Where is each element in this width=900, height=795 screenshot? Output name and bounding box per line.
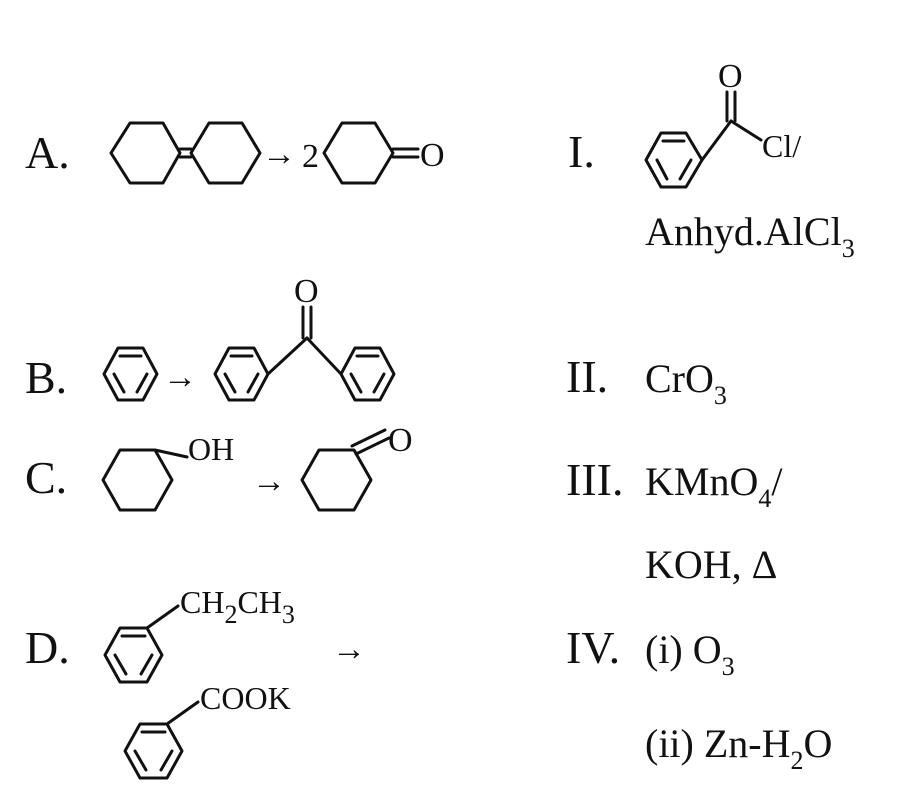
cyclohexanone-structure-C [300,428,391,512]
hydroxyl-text: OH [188,431,234,467]
ethyl-bond [145,604,180,630]
cyclohexanol-ring [101,448,174,512]
benzene-ring-I [644,131,704,189]
benzoate-aromatic-3 [133,749,148,772]
benzene-ring-B [102,346,159,402]
label-D: D. [25,622,70,673]
ethylbenzene-structure [103,604,180,684]
bicyclohexylidene-structure [109,121,262,185]
carbonyl-oxygen-I: O [718,58,743,95]
potassium-benzoate-structure [123,700,200,780]
label-IV: IV. [566,622,620,673]
benzene-aromatic-2 [135,372,149,394]
cook-text: COOK [200,680,291,716]
zinc-water-text: (ii) Zn-H2O [645,721,832,775]
label-B: B. [25,352,67,403]
label-C: C. [25,452,67,503]
label-I: I. [568,126,595,177]
cyclohexanol-structure [101,448,189,512]
cyclohexanone-ring-C [300,448,373,512]
arrow-A: → [262,136,296,173]
aromatic-bond-3 [655,158,669,181]
carbonyl-to-right-ring [305,336,343,376]
benzophenone-structure [213,305,396,402]
ethyl-group-text: CH2CH3 [180,584,295,629]
right-ring-aromatic-3 [349,372,363,394]
carbonyl-oxygen-B: O [294,273,319,310]
coefficient-A: 2 [302,138,319,175]
carbonyl-oxygen-C: O [388,422,413,459]
benzoyl-chloride-structure [644,90,763,189]
ketone-oxygen-A: O [420,137,445,174]
carboxylate-bond [165,700,200,726]
anhydrous-alcl3-text: Anhyd.AlCl3 [645,209,855,263]
acyl-chloride-text: Cl/ [762,128,801,164]
left-ring-aromatic-3 [223,372,237,394]
carbonyl-to-cl-bond [729,119,763,142]
arrow-C: → [252,463,286,500]
ethylbenzene-aromatic-3 [113,653,128,676]
benzene-aromatic-3 [112,372,126,394]
benzene-structure [102,346,159,402]
label-II: II. [566,351,608,402]
carbonyl-bond-C-2 [354,436,391,456]
benzophenone-ring-left [213,346,270,402]
koh-heat-text: KOH, Δ [645,542,777,587]
ethylbenzene-aromatic-2 [139,653,154,676]
left-ring-aromatic-2 [246,372,260,394]
label-A: A. [25,127,70,178]
label-III: III. [566,454,623,505]
hydroxyl-bond [153,448,189,459]
ozone-text: (i) O3 [645,627,735,681]
left-ring-to-carbonyl [266,336,309,376]
aromatic-bond-2 [678,158,693,181]
benzoate-aromatic-2 [159,749,174,772]
benzophenone-ring-right [339,346,396,402]
cyclohexane-ring-right [189,121,262,185]
kmno4-text: KMnO4/ [645,459,783,513]
arrow-B: → [163,359,197,396]
cyclohexanone-structure-A [322,121,420,185]
cyclohexanone-ring [322,121,395,185]
carbonyl-bond-C-1 [350,428,387,448]
right-ring-aromatic-2 [372,372,386,394]
arrow-D: → [332,631,366,668]
chromium-trioxide-text: CrO3 [645,356,727,410]
ring-to-carbonyl-bond [700,119,733,162]
cyclohexane-ring-left [109,121,182,185]
